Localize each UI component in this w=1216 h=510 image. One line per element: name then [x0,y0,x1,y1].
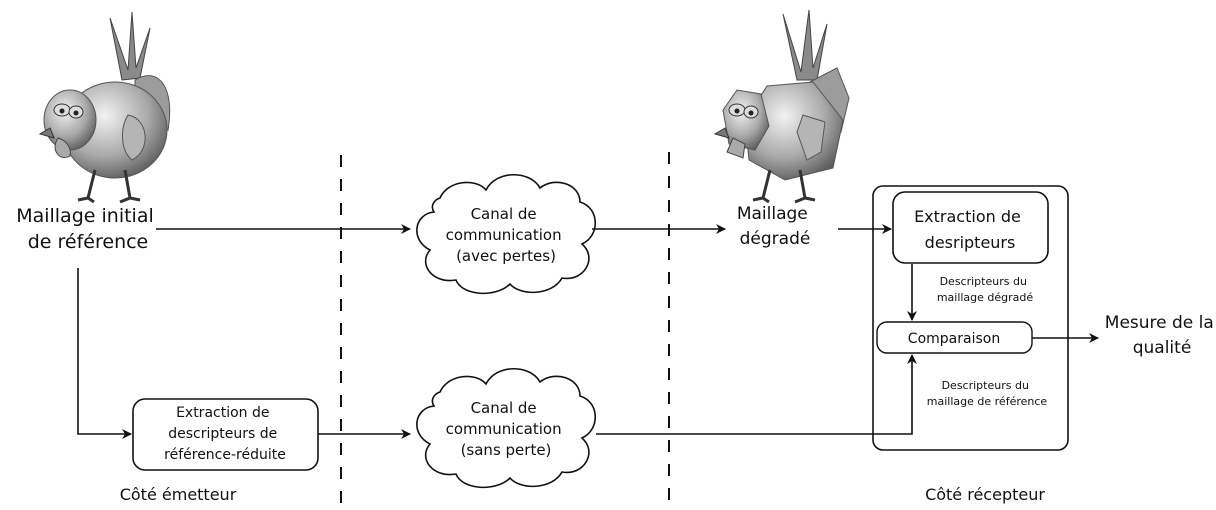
comparison-box: Comparaison [876,321,1033,354]
lossy-channel-label: Canal de communication (avec pertes) [446,205,567,265]
lossless-channel-label: Canal de communication (sans perte) [446,399,567,459]
quality-measure-label: Mesure de la qualité [1105,313,1216,358]
extraction-reduced-label: Extraction de descripteurs de référence-… [164,405,286,463]
extraction-receiver-box: Extraction de desripteurs [892,191,1049,264]
lossy-channel-cloud: Canal de communication (avec pertes) [416,174,596,295]
chicken-original-image [38,11,171,204]
sender-side-label: Côté émetteur [120,485,237,504]
descriptors-degraded-note: Descripteurs du maillage dégradé [937,275,1034,304]
extraction-reduced-box: Extraction de descripteurs de référence-… [132,398,319,471]
arrow-lossless-channel-to-comparison [596,354,917,435]
lossless-channel-cloud: Canal de communication (sans perte) [416,368,596,489]
receiver-container [872,185,1069,451]
arrow-source-down-to-extraction-reduced [77,268,132,439]
comparison-label: Comparaison [908,331,1000,347]
receiver-side-label: Côté récepteur [925,485,1045,504]
source-mesh-label: Maillage initial de référence [16,205,160,253]
extraction-receiver-label: Extraction de desripteurs [914,207,1026,252]
descriptors-reference-note: Descripteurs du maillage de référence [927,379,1048,408]
chicken-degraded-image [713,9,850,204]
degraded-mesh-label: Maillage dégradé [737,204,813,249]
